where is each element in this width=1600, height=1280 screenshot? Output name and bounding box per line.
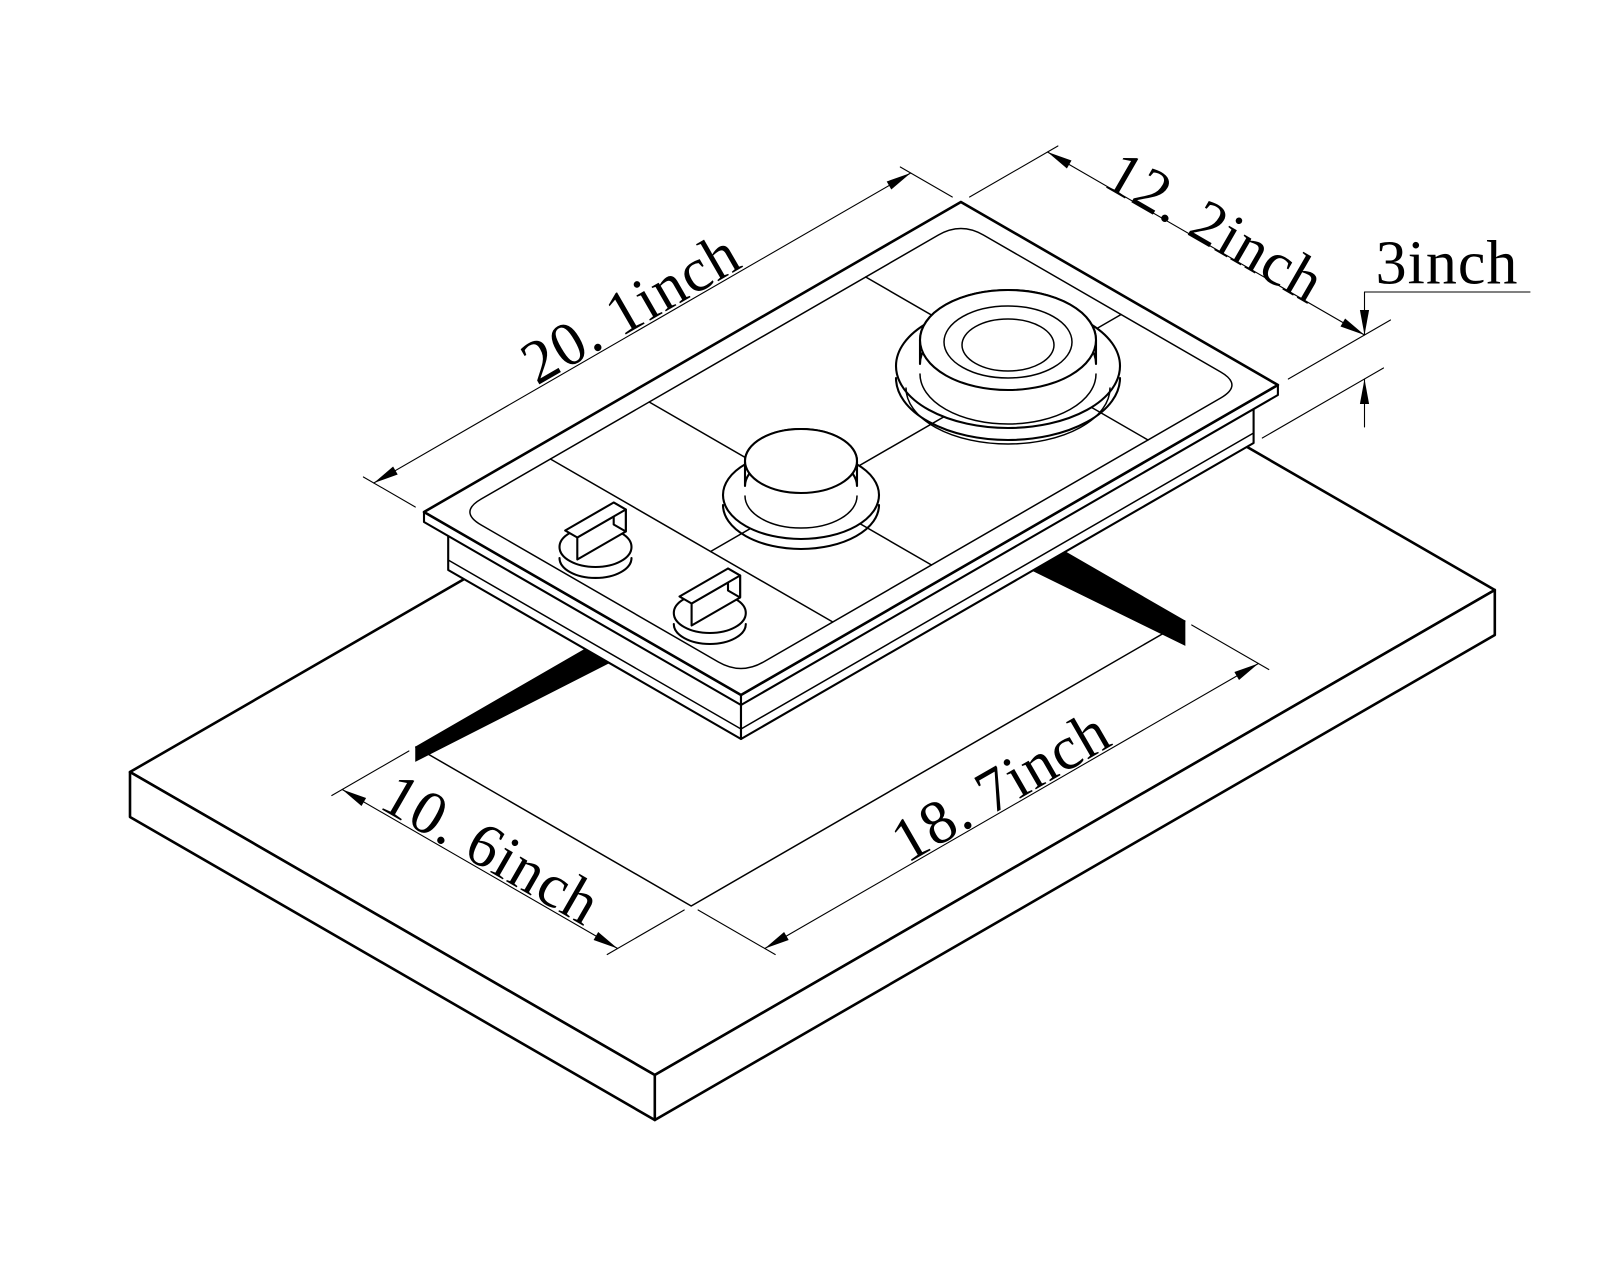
dimension-cooktop-height — [1261, 291, 1531, 439]
extension-line — [969, 145, 1059, 198]
dimension-arrowhead — [1234, 663, 1259, 680]
dimension-arrowhead — [886, 173, 911, 190]
dimension-arrowhead — [1340, 318, 1365, 335]
panel-line — [549, 458, 834, 623]
dimension-cutout-width — [331, 750, 685, 956]
cooktop-tub-step-line — [447, 432, 1255, 730]
cooktop-inset-border — [469, 227, 1233, 670]
extension-line — [331, 750, 410, 797]
dimension-line — [341, 788, 619, 950]
burner-large — [894, 288, 1122, 445]
burner-ring — [961, 318, 1055, 372]
extension-line — [697, 909, 776, 956]
extension-line — [1261, 367, 1385, 439]
extension-line — [1287, 319, 1392, 380]
dimension-line — [764, 662, 1259, 950]
dimension-arrowhead — [342, 789, 367, 806]
dimension-arrowhead — [1359, 310, 1370, 335]
burner-cap-top — [743, 427, 859, 495]
control-knob-1 — [558, 501, 633, 580]
burner-base-side-arc — [721, 503, 881, 551]
burner-cap-rim-arc — [744, 495, 858, 529]
burner-base-side-arc — [894, 376, 1122, 442]
dimension-arrowhead — [373, 466, 398, 483]
burner-cap-top — [918, 288, 1098, 392]
countertop-front-right-face — [653, 588, 1497, 1122]
knob-base-side-arc — [672, 622, 747, 646]
dimension-arrowhead — [593, 932, 618, 949]
dimension-cooktop-width — [969, 145, 1366, 336]
extension-line — [362, 476, 416, 508]
burner-base-side-arc2 — [905, 387, 1111, 445]
dimension-label-cooktop-height: 3inch — [1376, 230, 1519, 298]
knob-grip-top — [678, 567, 742, 605]
burner-small — [721, 427, 881, 551]
extension-line — [606, 909, 685, 956]
control-knob-2 — [672, 567, 747, 646]
isometric-scene — [128, 145, 1531, 1122]
knob-grip-top — [564, 501, 627, 539]
dimension-line — [373, 172, 912, 484]
cutout-near-edges — [415, 620, 1186, 907]
burner-ring — [943, 305, 1073, 379]
dimension-arrowhead — [764, 932, 789, 949]
dimension-line — [1046, 151, 1366, 336]
knob-base-side-arc — [558, 556, 633, 580]
dimension-cutout-length — [697, 624, 1270, 956]
dimension-label-cooktop-width: 12. 2inch — [1094, 138, 1336, 317]
extension-line — [1191, 624, 1270, 671]
extension-line — [899, 166, 953, 198]
dimension-arrowhead — [1047, 152, 1072, 169]
dimension-arrowhead — [1359, 379, 1370, 404]
dimension-cooktop-length — [362, 166, 953, 508]
burner-cap-rim-arc — [919, 373, 1097, 425]
